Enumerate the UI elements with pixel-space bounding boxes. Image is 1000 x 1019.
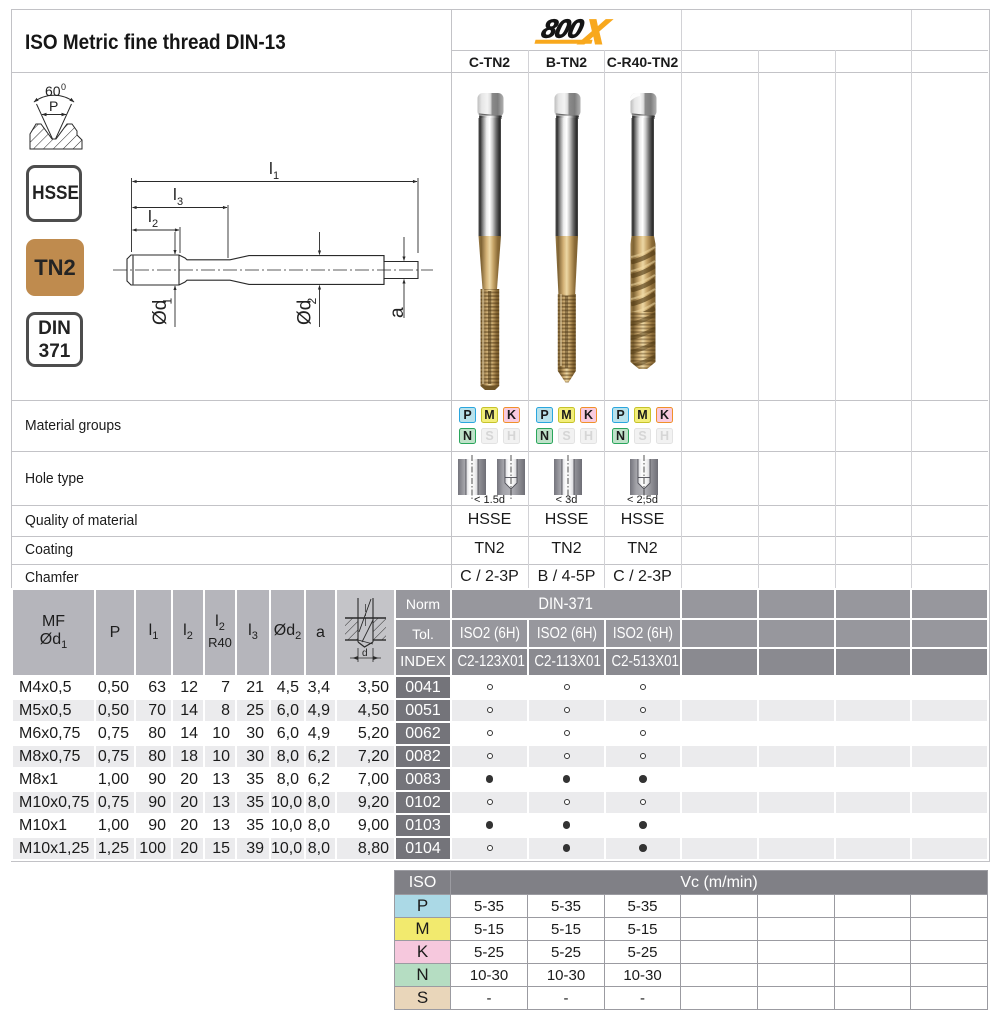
svg-text:2: 2 xyxy=(305,298,319,305)
svg-text:2: 2 xyxy=(152,218,158,230)
svg-text:3: 3 xyxy=(177,196,183,208)
svg-text:800: 800 xyxy=(539,14,588,43)
svg-text:d: d xyxy=(362,648,368,659)
svg-text:Ød: Ød xyxy=(295,300,316,325)
svg-text:a: a xyxy=(387,307,408,318)
svg-text:P: P xyxy=(49,98,58,114)
svg-text:1: 1 xyxy=(273,170,279,182)
svg-text:60: 60 xyxy=(45,83,61,99)
svg-text:l: l xyxy=(148,207,152,226)
svg-text:0: 0 xyxy=(61,82,66,92)
svg-text:Ød: Ød xyxy=(150,300,171,325)
svg-text:l: l xyxy=(269,159,273,178)
svg-text:1: 1 xyxy=(161,298,175,305)
svg-text:l: l xyxy=(173,185,177,204)
